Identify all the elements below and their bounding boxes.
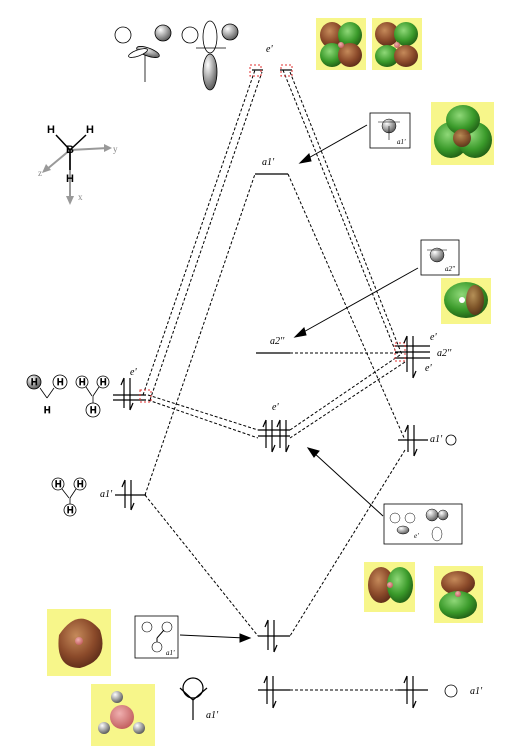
svg-text:H: H <box>77 479 84 489</box>
orbital-tile-top-1 <box>316 18 366 70</box>
orbital-tile-bh3-model <box>91 684 155 746</box>
svg-text:H: H <box>67 505 74 515</box>
svg-text:a1': a1' <box>397 138 406 146</box>
svg-text:H: H <box>31 377 38 387</box>
label-center-e-mid: e' <box>272 402 279 413</box>
s-orbital-right-bottom <box>444 684 458 698</box>
label-right-a2: a2'' <box>437 348 452 359</box>
h3-fragments-left: H H H H H H H H H <box>26 374 110 517</box>
label-right-a1: a1' <box>430 434 443 445</box>
label-left-e: e' <box>130 367 137 378</box>
orbital-tile-a2 <box>441 278 491 324</box>
label-right-e-top: e' <box>430 332 437 343</box>
label-top-e: e' <box>266 44 273 55</box>
svg-text:H: H <box>55 479 62 489</box>
svg-text:y: y <box>113 144 118 154</box>
svg-text:a1': a1' <box>166 649 175 657</box>
orbital-tile-bottom-a1 <box>47 609 111 676</box>
pointer-arrows <box>179 124 419 643</box>
svg-text:H: H <box>66 173 74 185</box>
svg-text:a2'': a2'' <box>445 265 455 273</box>
inset-box-bottom: a1' <box>134 615 179 659</box>
label-left-a1: a1' <box>100 489 113 500</box>
svg-text:H: H <box>57 377 64 387</box>
correlation-lines <box>142 69 406 691</box>
svg-text:e': e' <box>414 532 419 540</box>
label-center-a2: a2'' <box>270 336 285 347</box>
orbital-tile-top-2 <box>372 18 422 70</box>
svg-text:z: z <box>38 168 42 178</box>
inset-box-mid: e' <box>383 503 463 545</box>
svg-text:H: H <box>47 124 55 136</box>
label-bottom-left: a1' <box>206 710 219 721</box>
orbital-tile-e-2 <box>434 566 483 623</box>
svg-text:x: x <box>78 192 83 202</box>
svg-text:H: H <box>79 377 86 387</box>
label-bottom-right: a1' <box>470 686 483 697</box>
inset-box-top: a1' <box>369 112 411 149</box>
svg-text:H: H <box>86 124 94 136</box>
electron-arrows <box>120 335 418 709</box>
energy-levels <box>113 69 430 691</box>
p-orbital-sketches-top <box>114 20 239 91</box>
highlight-boxes <box>139 64 406 403</box>
orbital-tile-e-1 <box>364 562 415 612</box>
svg-text:B: B <box>66 144 74 156</box>
trigonal-sketch-bottom <box>179 677 208 720</box>
svg-text:H: H <box>44 405 51 415</box>
s-orbital-right-a1 <box>445 434 457 446</box>
orbital-tile-a1-top <box>431 102 494 165</box>
inset-box-a2: a2'' <box>420 239 460 276</box>
axes-bh3: H H B H y z x <box>38 124 118 205</box>
label-center-a1-top: a1' <box>262 157 275 168</box>
svg-text:H: H <box>90 405 97 415</box>
svg-text:H: H <box>100 377 107 387</box>
label-right-e-bottom: e' <box>425 363 432 374</box>
